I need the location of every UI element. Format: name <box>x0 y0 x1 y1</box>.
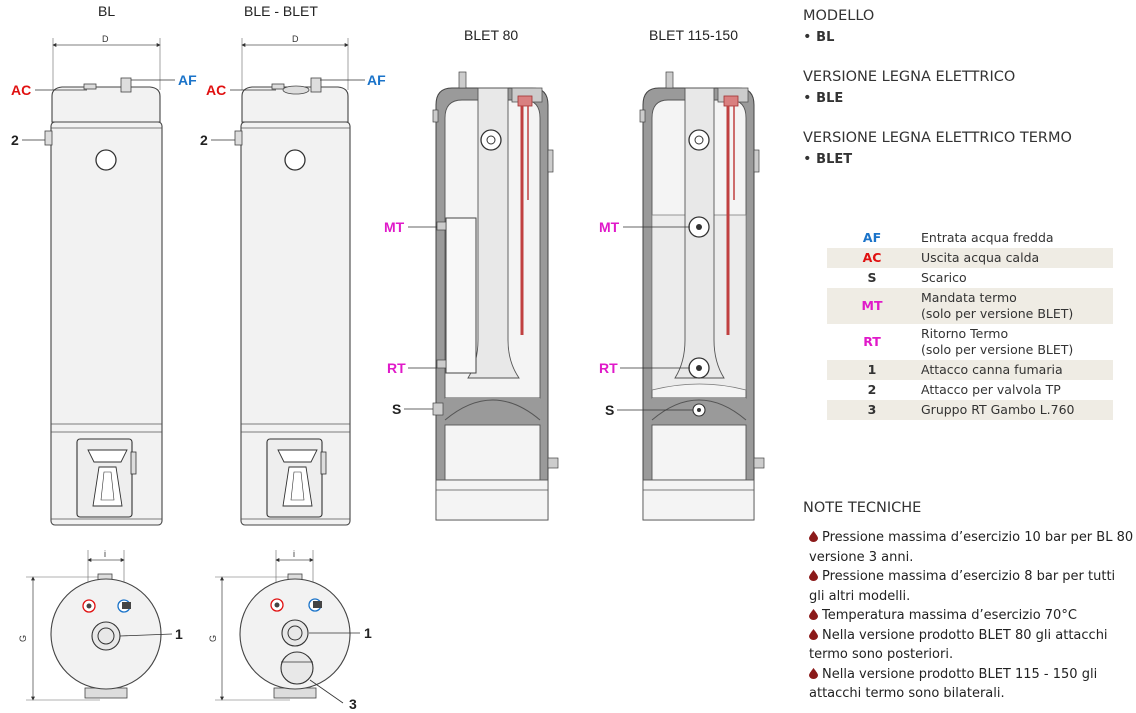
drop-icon <box>809 530 818 545</box>
note-text: Pressione massima d’esercizio 8 bar per … <box>809 569 1116 604</box>
legend-desc: Attacco canna fumaria <box>921 362 1063 377</box>
legend-code: MT <box>861 298 883 313</box>
legend-row: 2 Attacco per valvola TP <box>827 380 1113 400</box>
label-1-ble: 1 <box>364 625 372 641</box>
legend-desc: Scarico <box>921 270 967 285</box>
legend-row: AF Entrata acqua fredda <box>827 228 1113 248</box>
note-text: Temperatura massima d’esercizio 70°C <box>822 608 1077 623</box>
blet-value-row: • BLET <box>803 151 853 167</box>
dim-g-bl: G <box>18 635 28 642</box>
drop-icon <box>809 628 818 643</box>
title-ble-blet: BLE - BLET <box>244 3 318 19</box>
dim-i-ble: i <box>293 549 295 559</box>
legend-desc-note: (solo per versione BLET) <box>921 342 1074 357</box>
legend-code: 2 <box>867 382 877 397</box>
label-rt-blet80: RT <box>387 360 406 376</box>
label-af-ble: AF <box>367 72 386 88</box>
blet-value: BLET <box>816 152 853 167</box>
dim-g-ble: G <box>208 635 218 642</box>
modello-value: BL <box>816 30 835 45</box>
drop-icon <box>809 569 818 584</box>
label-3-ble: 3 <box>349 696 357 712</box>
note-item: Pressione massima d’esercizio 10 bar per… <box>809 528 1134 567</box>
bl-front-view: D <box>44 34 163 526</box>
bl-top-view: i G <box>18 549 173 701</box>
note-item: Temperatura massima d’esercizio 70°C <box>809 606 1134 626</box>
legend-code: 3 <box>867 402 877 417</box>
label-2-ble: 2 <box>200 132 208 148</box>
legend-code: RT <box>863 334 881 349</box>
label-s-blet115: S <box>605 402 614 418</box>
blet80-section-view <box>432 71 559 521</box>
modello-value-row: • BL <box>803 29 835 45</box>
legend-row: RT Ritorno Termo(solo per versione BLET) <box>827 324 1113 360</box>
legend-row: 1 Attacco canna fumaria <box>827 360 1113 380</box>
drawings: D D <box>11 34 765 712</box>
legend-code: AF <box>862 230 882 245</box>
legend-code: 1 <box>867 362 877 377</box>
label-1-bl: 1 <box>175 626 183 642</box>
dim-i-bl: i <box>104 549 106 559</box>
legend-desc-note: (solo per versione BLET) <box>921 306 1074 321</box>
drop-icon <box>809 608 818 623</box>
label-ac-bl: AC <box>11 82 31 98</box>
legend-desc: Ritorno Termo <box>921 326 1009 341</box>
ble-top-view: i G <box>208 549 360 704</box>
legend-code: AC <box>862 250 882 265</box>
drop-icon <box>809 667 818 682</box>
legend-row: AC Uscita acqua calda <box>827 248 1113 268</box>
label-ac-ble: AC <box>206 82 226 98</box>
legend-table: AF Entrata acqua fredda AC Uscita acqua … <box>827 228 1113 420</box>
modello-heading: MODELLO <box>803 8 875 24</box>
blet115-section-view <box>639 71 765 521</box>
ble-value: BLE <box>816 91 844 106</box>
legend-row: S Scarico <box>827 268 1113 288</box>
label-s-blet80: S <box>392 401 401 417</box>
legend-desc: Mandata termo <box>921 290 1017 305</box>
note-text: Nella versione prodotto BLET 115 - 150 g… <box>809 666 1098 702</box>
label-2-bl: 2 <box>11 132 19 148</box>
dim-d-bl: D <box>102 34 109 44</box>
note-item: Nella versione prodotto BLET 115 - 150 g… <box>809 665 1134 704</box>
label-mt-blet80: MT <box>384 219 405 235</box>
legend-desc: Uscita acqua calda <box>921 250 1040 265</box>
blet-heading: VERSIONE LEGNA ELETTRICO TERMO <box>803 130 1072 146</box>
title-bl: BL <box>98 3 116 19</box>
legend-row: 3 Gruppo RT Gambo L.760 <box>827 400 1113 420</box>
legend-desc: Gruppo RT Gambo L.760 <box>921 402 1075 417</box>
title-blet80: BLET 80 <box>464 27 519 43</box>
notes-list: Pressione massima d’esercizio 10 bar per… <box>809 528 1134 704</box>
notes-title: NOTE TECNICHE <box>803 500 922 516</box>
note-text: Nella versione prodotto BLET 80 gli atta… <box>809 627 1108 663</box>
legend-desc: Attacco per valvola TP <box>921 382 1061 397</box>
ble-front-view: D <box>234 34 351 526</box>
label-rt-blet115: RT <box>599 360 618 376</box>
title-blet115: BLET 115-150 <box>649 27 738 43</box>
label-mt-blet115: MT <box>599 219 620 235</box>
ble-value-row: • BLE <box>803 90 844 106</box>
label-af-bl: AF <box>178 72 197 88</box>
legend-row: MT Mandata termo(solo per versione BLET) <box>827 288 1113 324</box>
note-item: Pressione massima d’esercizio 8 bar per … <box>809 567 1134 606</box>
note-item: Nella versione prodotto BLET 80 gli atta… <box>809 626 1134 665</box>
legend-desc-cell: Mandata termo(solo per versione BLET) <box>917 288 1113 324</box>
legend-desc-cell: Ritorno Termo(solo per versione BLET) <box>917 324 1113 360</box>
ble-heading: VERSIONE LEGNA ELETTRICO <box>803 69 1016 85</box>
dim-d-ble: D <box>292 34 299 44</box>
note-text: Pressione massima d’esercizio 10 bar per… <box>809 530 1134 565</box>
legend-code: S <box>867 270 877 285</box>
legend-desc: Entrata acqua fredda <box>921 230 1054 245</box>
